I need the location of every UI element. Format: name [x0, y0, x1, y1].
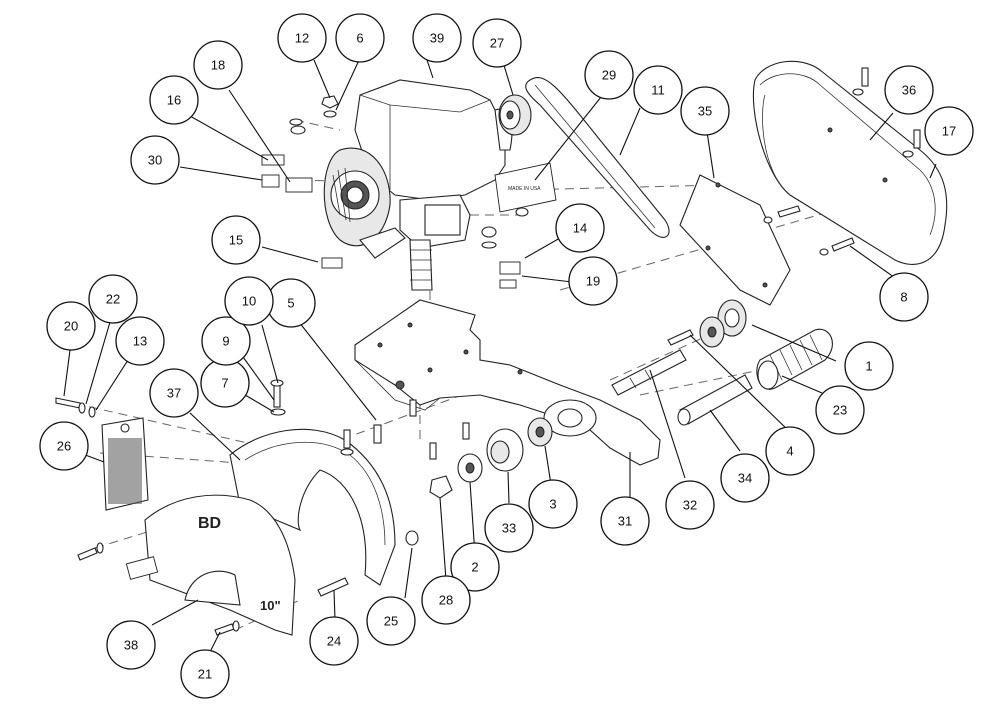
bearing-parts	[429, 299, 747, 499]
callout-29: 29	[584, 50, 634, 100]
motor-pulley-part	[498, 94, 532, 136]
callout-label: 36	[902, 83, 916, 98]
lower-blade-guard-part: BD 10"	[125, 494, 296, 636]
callout-19: 19	[568, 256, 618, 306]
callout-label: 3	[549, 497, 556, 512]
callout-label: 14	[573, 221, 587, 236]
callout-1: 1	[844, 341, 894, 391]
belt-guard-cover-part	[752, 60, 948, 265]
blade-size-text: 10"	[260, 598, 281, 613]
callout-20: 20	[46, 301, 96, 351]
motor-part	[323, 79, 513, 291]
dust-screen-part	[101, 417, 149, 511]
callout-label: 21	[198, 667, 212, 682]
callout-label: 9	[222, 334, 229, 349]
callout-label: 24	[327, 634, 341, 649]
callout-label: 20	[64, 319, 78, 334]
callout-28: 28	[421, 575, 471, 625]
leader-lines	[63, 57, 937, 653]
callout-label: 22	[106, 292, 120, 307]
callout-label: 16	[167, 93, 181, 108]
callout-label: 32	[683, 498, 697, 513]
fastener-parts	[55, 67, 921, 636]
callout-31: 31	[600, 496, 650, 546]
callout-11: 11	[633, 65, 683, 115]
callout-15: 15	[211, 215, 261, 265]
callout-label: 6	[356, 31, 363, 46]
callout-5: 5	[266, 278, 316, 328]
callout-2: 2	[450, 542, 500, 592]
callout-label: 35	[698, 104, 712, 119]
callout-label: 19	[586, 274, 600, 289]
callout-label: 13	[133, 334, 147, 349]
callout-label: 38	[124, 638, 138, 653]
callout-36: 36	[884, 65, 934, 115]
callout-24: 24	[309, 616, 359, 666]
callout-8: 8	[879, 272, 929, 322]
callout-9: 9	[201, 316, 251, 366]
callout-label: 12	[295, 31, 309, 46]
callout-32: 32	[665, 480, 715, 530]
callout-label: 18	[211, 58, 225, 73]
callout-label: 17	[942, 124, 956, 139]
callout-label: 39	[430, 31, 444, 46]
callout-label: 28	[439, 593, 453, 608]
callout-37: 37	[149, 368, 199, 418]
callout-34: 34	[720, 453, 770, 503]
callout-7: 7	[200, 358, 250, 408]
callout-label: 34	[738, 471, 752, 486]
callout-26: 26	[39, 421, 89, 471]
callout-17: 17	[924, 106, 974, 156]
callout-label: 27	[490, 36, 504, 51]
callout-30: 30	[130, 135, 180, 185]
callout-label: 30	[148, 153, 162, 168]
callout-16: 16	[149, 75, 199, 125]
callout-21: 21	[180, 649, 230, 699]
callout-label: 4	[786, 444, 793, 459]
belt-guard-plate-part	[679, 174, 791, 306]
shaft-tube-part	[677, 374, 753, 426]
callout-label: 7	[221, 376, 228, 391]
callout-label: 33	[502, 521, 516, 536]
callout-23: 23	[815, 385, 865, 435]
callout-label: 8	[900, 290, 907, 305]
handle-part	[756, 328, 833, 390]
callout-10: 10	[224, 276, 274, 326]
callout-38: 38	[106, 620, 156, 670]
callout-18: 18	[193, 40, 243, 90]
callout-3: 3	[528, 479, 578, 529]
v-belt-part	[525, 76, 670, 238]
motor-tag-text: MADE IN USA	[508, 186, 541, 192]
callout-22: 22	[88, 274, 138, 324]
callout-label: 23	[833, 403, 847, 418]
callout-label: 31	[618, 514, 632, 529]
motor-label-tags: MADE IN USA	[261, 154, 557, 289]
callout-35: 35	[680, 86, 730, 136]
callout-39: 39	[412, 13, 462, 63]
arbor-shaft-part	[611, 329, 694, 396]
callout-label: 25	[384, 614, 398, 629]
callout-4: 4	[765, 426, 815, 476]
callout-label: 11	[651, 83, 665, 98]
callout-label: 37	[167, 386, 181, 401]
callout-25: 25	[366, 596, 416, 646]
callout-33: 33	[484, 503, 534, 553]
callout-label: 15	[229, 233, 243, 248]
callout-13: 13	[115, 316, 165, 366]
logo-text: BD	[198, 515, 221, 532]
callout-label: 5	[287, 296, 294, 311]
callout-label: 26	[57, 439, 71, 454]
callout-12: 12	[277, 13, 327, 63]
callout-label: 1	[865, 359, 872, 374]
base-arm-part	[354, 299, 661, 466]
callout-27: 27	[472, 18, 522, 68]
callout-6: 6	[335, 13, 385, 63]
callout-label: 10	[242, 294, 256, 309]
callout-14: 14	[555, 203, 605, 253]
callout-label: 29	[602, 68, 616, 83]
callout-label: 2	[471, 560, 478, 575]
